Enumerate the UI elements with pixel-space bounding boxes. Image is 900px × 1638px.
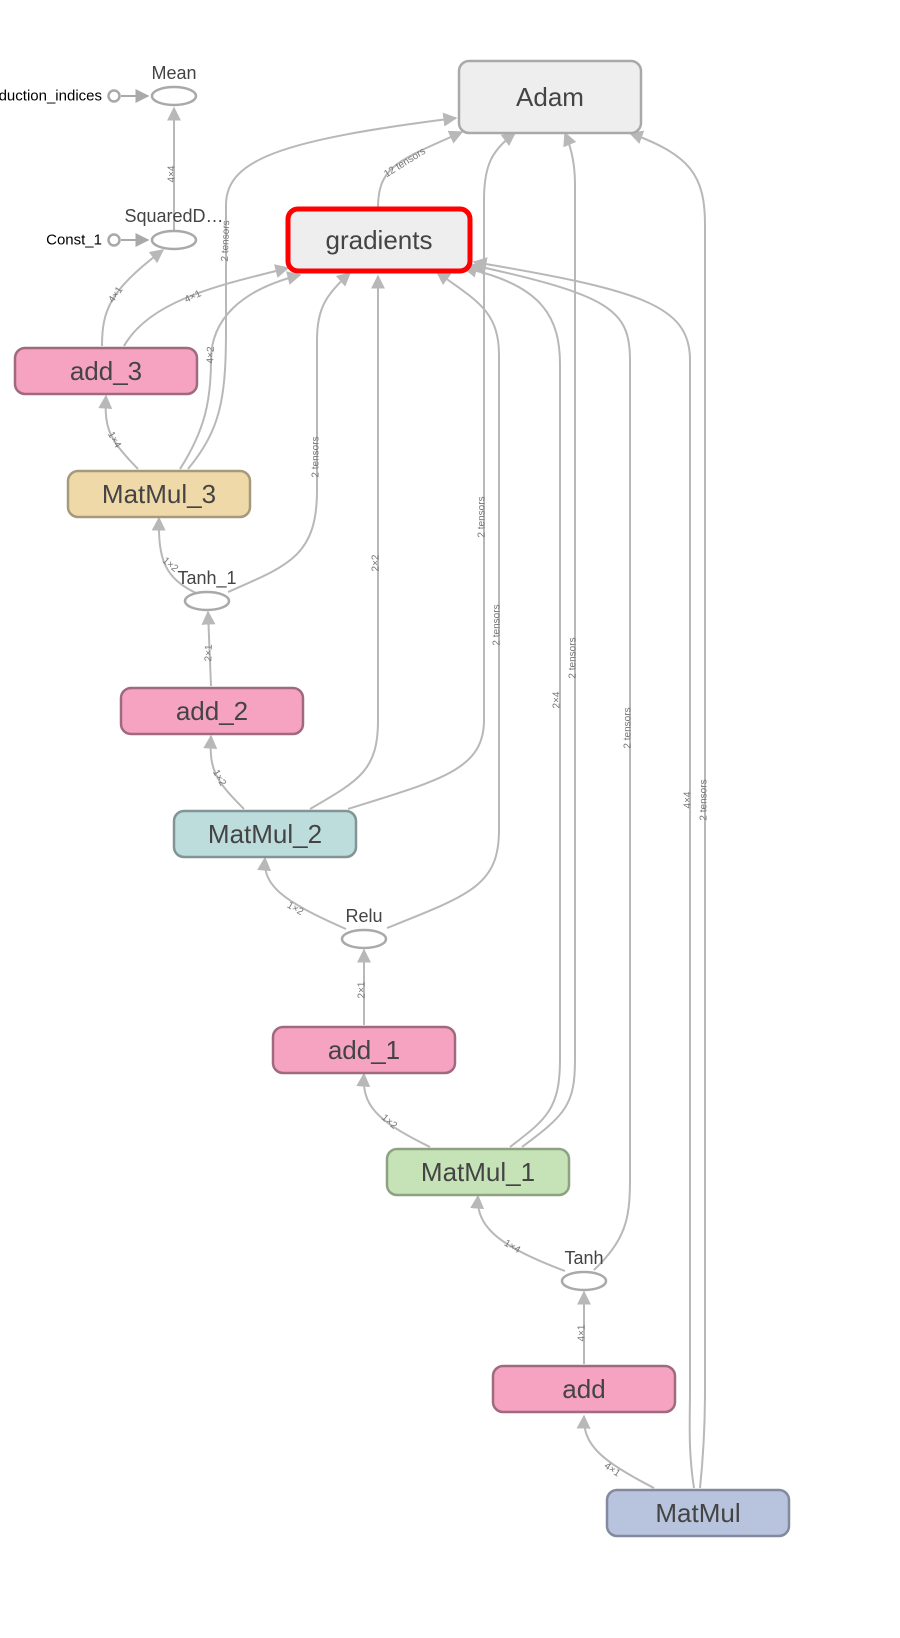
op-tanh-1[interactable]: Tanh_1 [177,568,237,612]
node-adam[interactable]: Adam [457,59,643,135]
node-box [605,1488,791,1538]
node-box [172,809,358,859]
op-ellipse [560,1270,608,1292]
edge-tanh-matmul1 [470,1194,566,1272]
edge-label-matmul3-gradients: 4×2 [205,346,217,364]
edge-matmul3-gradients [179,271,302,470]
edge-label-matmul-gradients: 4×4 [683,791,694,808]
constant-reduction-indices[interactable]: duction_indices [0,88,121,105]
edge-add2-tanh1 [201,610,216,687]
node-label: MatMul_2 [208,819,322,849]
constant-dot [107,233,121,247]
edge-relu-matmul2 [257,856,347,930]
edge-label-add1-relu: 2×1 [357,981,368,998]
edge-matmul-gradients [472,257,695,1489]
node-matmul-1[interactable]: MatMul_1 [385,1147,571,1197]
edge-label-matmul1-adam: 2 tensors [568,637,579,678]
constant-label: Const_1 [46,232,102,249]
op-ellipse [183,590,231,612]
edge-matmul2-gradients [309,274,385,810]
edge-label-matmul1-gradients: 2×4 [552,691,563,708]
op-label: SquaredD… [124,206,223,226]
node-box [66,469,252,519]
edge-label-gradients-adam: 12 tensors [382,146,427,180]
edge-label-matmul-adam: 2 tensors [699,779,710,820]
edge-label-matmul3-add3: 1×4 [105,430,123,451]
edge-gradients-adam [377,130,464,209]
op-label: Tanh [564,1248,603,1268]
edge-tanh-gradients [470,260,631,1271]
constant-label: duction_indices [0,88,102,105]
edge-label-relu-matmul2: 1×2 [285,900,306,918]
node-box [13,346,199,396]
node-box [285,206,473,274]
node-label: add_3 [70,356,142,386]
node-label: add [562,1374,605,1404]
edge-matmul3-add3 [98,394,139,470]
op-mean[interactable]: Mean [150,63,198,107]
edge-label-squared-mean: 4×4 [167,165,178,182]
node-label: MatMul_3 [102,479,216,509]
edge-label-tanh-matmul1: 1×4 [502,1238,523,1256]
edge-matmul2-add2 [203,734,245,810]
op-tanh[interactable]: Tanh [560,1248,608,1292]
node-box [457,59,643,135]
op-label: Relu [345,906,382,926]
edge-label-add-tanh: 4×1 [577,1324,588,1341]
op-ellipse [150,229,198,251]
edge-label-matmul3-adam: 2 tensors [220,220,232,261]
node-matmul[interactable]: MatMul [605,1488,791,1538]
edge-matmul-adam [628,130,706,1489]
node-add-1[interactable]: add_1 [271,1025,457,1075]
edge-matmul-add [576,1414,655,1489]
edge-label-relu-gradients: 2 tensors [492,604,503,645]
edge-matmul1-adam [521,131,577,1148]
edge-label-matmul2-gradients: 2×2 [371,554,382,571]
edge-label-matmul2-add2: 1×2 [210,768,228,789]
edge-matmul3-adam [187,112,458,470]
edge-label-add3-squared: 4×1 [107,285,126,306]
node-label: Adam [516,82,584,112]
op-ellipse [340,928,388,950]
node-label: MatMul_1 [421,1157,535,1187]
op-label: Mean [151,63,196,83]
node-matmul-3[interactable]: MatMul_3 [66,469,252,519]
node-label: add_2 [176,696,248,726]
op-relu[interactable]: Relu [340,906,388,950]
op-ellipse [150,85,198,107]
node-matmul-2[interactable]: MatMul_2 [172,809,358,859]
edges [98,89,706,1489]
edge-tanh1-matmul3 [151,516,197,594]
edge-label-tanh1-gradients: 2 tensors [311,436,322,477]
constant-const-1[interactable]: Const_1 [46,232,121,249]
edge-label-matmul-add: 4×1 [602,1461,623,1480]
node-label: MatMul [655,1498,740,1528]
node-box [119,686,305,736]
edge-add3-squared [101,249,165,347]
node-box [385,1147,571,1197]
constant-dot [107,89,121,103]
edge-label-add3-gradients: 4×1 [183,288,203,305]
op-label: Tanh_1 [177,568,236,589]
node-label: add_1 [328,1035,400,1065]
node-box [271,1025,457,1075]
edge-matmul2-adam [347,132,517,810]
edge-matmul1-gradients [462,263,561,1148]
edge-matmul1-add1 [356,1072,431,1148]
edge-label-add2-tanh1: 2×1 [203,644,215,662]
node-label: gradients [326,225,433,255]
edge-tanh1-gradients [227,272,352,593]
node-box [491,1364,677,1414]
edge-label-matmul2-adam: 2 tensors [477,496,488,537]
op-squared-difference[interactable]: SquaredD… [124,206,224,251]
edge-relu-gradients [386,271,500,929]
node-add-3[interactable]: add_3 [13,346,199,396]
node-add-2[interactable]: add_2 [119,686,305,736]
edge-add3-gradients [123,264,290,347]
edge-label-tanh-gradients: 2 tensors [623,707,634,748]
node-gradients[interactable]: gradients [285,206,473,274]
node-add[interactable]: add [491,1364,677,1414]
